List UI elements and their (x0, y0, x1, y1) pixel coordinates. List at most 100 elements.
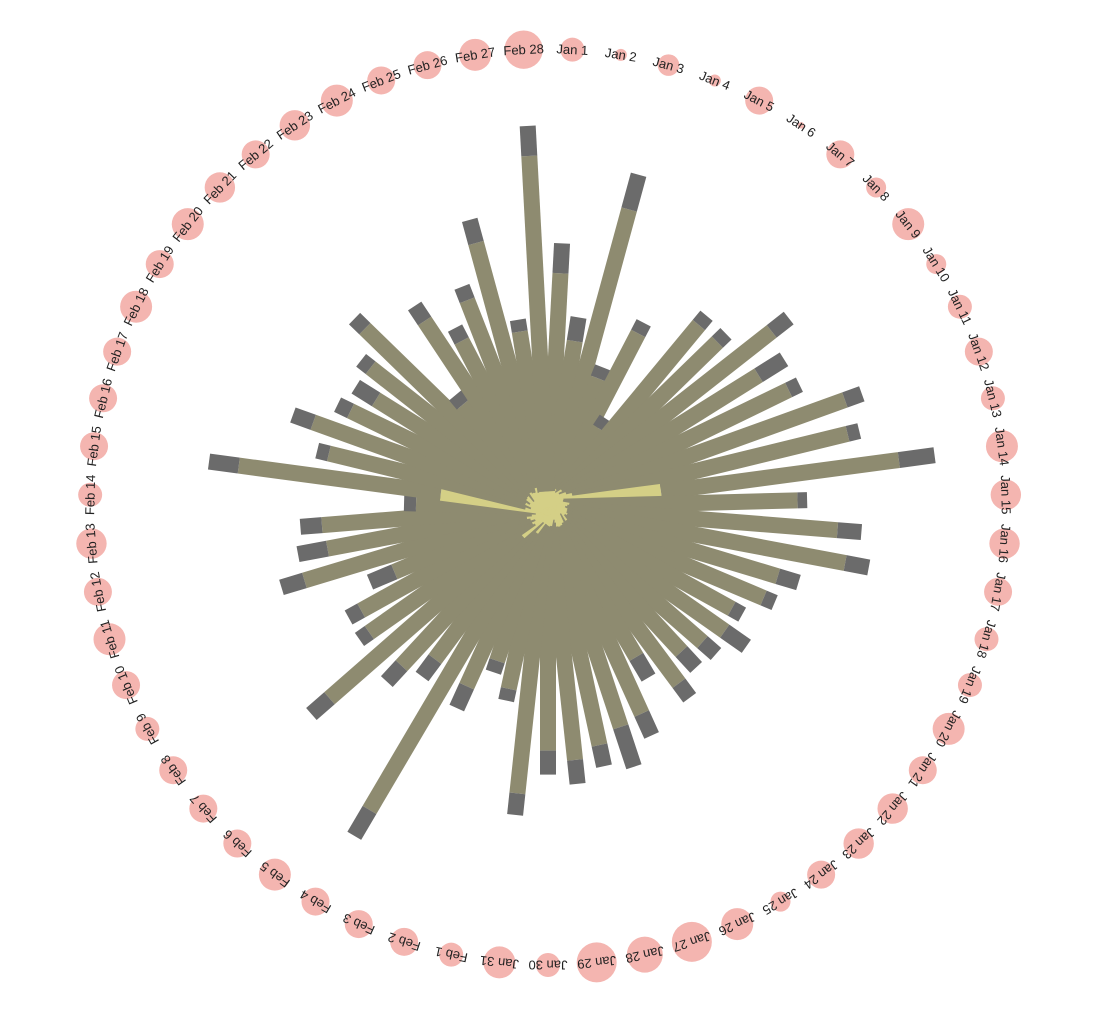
bar-segment (279, 572, 307, 596)
bar-segment (591, 743, 612, 768)
bar-segment (558, 510, 730, 638)
day-bubble (279, 110, 311, 141)
day-bubble (145, 250, 174, 279)
bar-segment (299, 517, 323, 535)
bar-segment (711, 327, 732, 348)
day-bubble (708, 74, 721, 87)
bar-segment (562, 504, 781, 584)
bar-segment (459, 518, 549, 690)
day-label: Feb 28 (503, 41, 544, 58)
bar-segment (675, 646, 703, 673)
bar-segment (306, 692, 335, 721)
bar-segment (324, 526, 525, 705)
bar-segment (766, 311, 794, 338)
day-bubble (797, 122, 805, 129)
day-label: Jan 2 (604, 45, 638, 65)
bar-segment (544, 207, 637, 496)
bubbles-layer (76, 30, 1022, 983)
bar-segment (845, 423, 862, 442)
day-bubble (103, 337, 132, 366)
bar-segment (237, 457, 443, 501)
bar-segment (347, 403, 533, 505)
bar-segment (720, 624, 751, 653)
bar-segment (659, 452, 900, 500)
bar-segment (403, 495, 417, 512)
bar-segment (797, 492, 808, 509)
day-bubble (892, 208, 925, 241)
day-bubble (560, 37, 585, 62)
day-bubble (990, 479, 1022, 511)
day-bubble (241, 140, 270, 169)
day-bubble (483, 946, 516, 979)
day-bubble (367, 66, 396, 95)
day-bubble (826, 140, 855, 169)
day-label: Jan 6 (784, 110, 819, 140)
day-bubble (985, 430, 1018, 463)
day-bubble (908, 756, 937, 785)
day-bubble (83, 577, 112, 606)
bar-segment (785, 377, 803, 398)
bar-segment (629, 652, 656, 682)
bar-segment (727, 601, 747, 622)
day-bubble (843, 828, 874, 859)
bar-segment (290, 407, 316, 430)
bar-segment (621, 172, 647, 212)
bar-segment (843, 555, 871, 576)
day-bubble (112, 671, 141, 700)
bar-segment (897, 447, 936, 468)
bars-layer (207, 125, 936, 840)
bar-segment (540, 750, 556, 775)
bar-segment (310, 414, 537, 510)
bar-segment (836, 522, 863, 541)
bar-segment (754, 352, 789, 383)
day-bubble (974, 627, 999, 652)
day-bubble (866, 177, 887, 198)
bar-segment (567, 759, 586, 785)
day-bubble (877, 793, 908, 824)
day-bubble (576, 942, 617, 983)
day-label: Jan 8 (860, 171, 893, 204)
day-bubble (671, 921, 712, 962)
day-bubble (614, 48, 627, 61)
bar-segment (521, 155, 556, 492)
day-bubble (459, 38, 492, 71)
day-label: Jan 15 (998, 475, 1014, 514)
day-bubble (135, 716, 160, 741)
day-bubble (301, 887, 330, 916)
day-bubble (89, 384, 118, 413)
bar-segment (454, 283, 475, 304)
bar-segment (548, 329, 646, 497)
day-bubble (93, 623, 126, 656)
day-bubble (223, 829, 252, 858)
day-label: Feb 1 (433, 944, 469, 966)
day-label: Jan 10 (920, 244, 953, 285)
day-label: Jan 25 (760, 885, 801, 918)
bar-segment (672, 678, 697, 703)
day-label: Feb 12 (87, 571, 109, 614)
bar-segment (775, 568, 801, 591)
day-label: Jan 4 (697, 68, 732, 94)
day-label: Feb 13 (82, 523, 100, 565)
day-bubble (504, 30, 543, 69)
bar-segment (559, 505, 767, 606)
bar-segment (697, 636, 722, 661)
bar-segment (348, 312, 371, 335)
bar-segment (842, 386, 865, 408)
day-bubble (536, 953, 560, 977)
bar-segment (380, 660, 408, 688)
day-label: Jan 17 (987, 571, 1009, 612)
bar-segment (613, 724, 642, 770)
day-bubble (413, 51, 442, 80)
bar-segment (507, 792, 526, 816)
bar-segment (315, 442, 331, 462)
bar-segment (461, 217, 484, 246)
bar-segment (498, 687, 517, 703)
bar-segment (449, 682, 474, 712)
bar-segment (552, 242, 571, 274)
bar-segment (539, 490, 556, 508)
day-bubble (984, 577, 1013, 606)
bar-segment (415, 654, 442, 682)
day-bubble (390, 927, 419, 956)
